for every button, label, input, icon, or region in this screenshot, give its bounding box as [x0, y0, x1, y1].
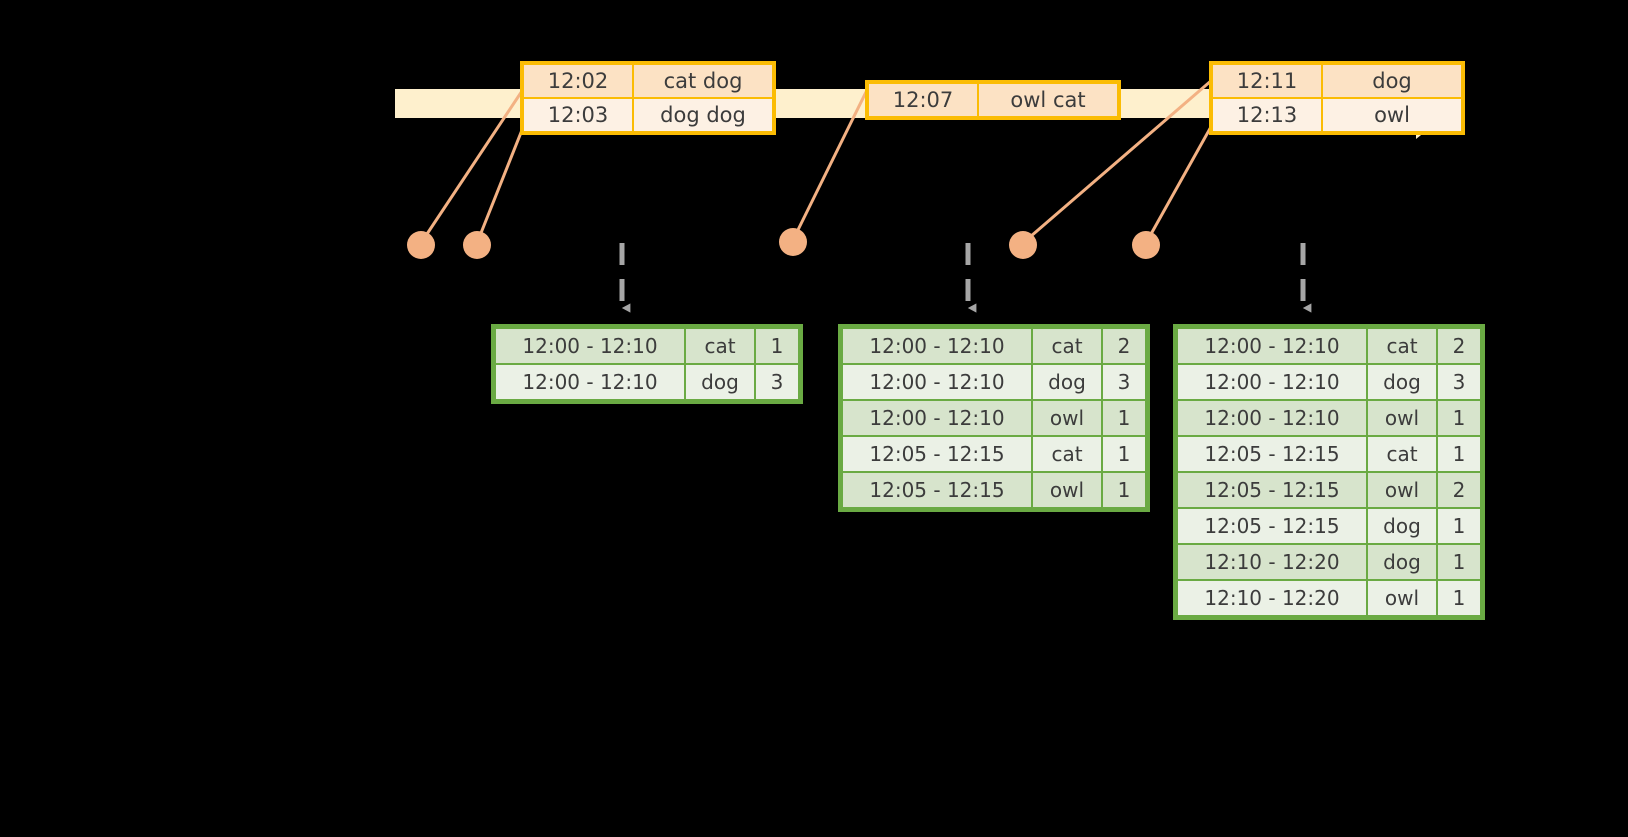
count-cell: 1 — [1438, 581, 1480, 615]
count-cell: 1 — [1438, 437, 1480, 471]
event-row: 12:02 cat dog — [523, 64, 773, 98]
window-cell: 12:00 - 12:10 — [843, 365, 1031, 399]
table-row: 12:05 - 12:15 dog 1 — [1178, 509, 1480, 543]
event-words: dog dog — [633, 98, 773, 132]
word-cell: owl — [1368, 401, 1436, 435]
event-time: 12:07 — [868, 83, 978, 117]
word-cell: cat — [1368, 437, 1436, 471]
event-row: 12:13 owl — [1212, 98, 1462, 132]
event-dot-5 — [1132, 231, 1160, 259]
word-cell: dog — [686, 365, 754, 399]
table-row: 12:00 - 12:10 cat 2 — [1178, 329, 1480, 363]
table-row: 12:10 - 12:20 owl 1 — [1178, 581, 1480, 615]
count-cell: 1 — [1438, 401, 1480, 435]
word-cell: owl — [1033, 473, 1101, 507]
count-cell: 2 — [1438, 329, 1480, 363]
window-cell: 12:00 - 12:10 — [1178, 329, 1366, 363]
window-cell: 12:05 - 12:15 — [1178, 437, 1366, 471]
count-cell: 2 — [1438, 473, 1480, 507]
count-cell: 1 — [1103, 473, 1145, 507]
table-row: 12:00 - 12:10 dog 3 — [1178, 365, 1480, 399]
event-row: 12:03 dog dog — [523, 98, 773, 132]
window-cell: 12:05 - 12:15 — [843, 473, 1031, 507]
event-dot-4 — [1009, 231, 1037, 259]
window-cell: 12:00 - 12:10 — [843, 329, 1031, 363]
table-row: 12:05 - 12:15 owl 1 — [843, 473, 1145, 507]
event-row: 12:07 owl cat — [868, 83, 1118, 117]
event-time: 12:03 — [523, 98, 633, 132]
word-cell: cat — [1033, 437, 1101, 471]
window-cell: 12:05 - 12:15 — [843, 437, 1031, 471]
count-cell: 1 — [1103, 401, 1145, 435]
word-cell: dog — [1033, 365, 1101, 399]
event-time: 12:11 — [1212, 64, 1322, 98]
table-row: 12:00 - 12:10 owl 1 — [1178, 401, 1480, 435]
count-cell: 3 — [1103, 365, 1145, 399]
table-row: 12:05 - 12:15 cat 1 — [1178, 437, 1480, 471]
event-words: cat dog — [633, 64, 773, 98]
event-time: 12:13 — [1212, 98, 1322, 132]
table-row: 12:10 - 12:20 dog 1 — [1178, 545, 1480, 579]
result-table-2[interactable]: 12:00 - 12:10 cat 2 12:00 - 12:10 dog 3 … — [838, 324, 1150, 512]
event-row: 12:11 dog — [1212, 64, 1462, 98]
count-cell: 1 — [1103, 437, 1145, 471]
table-row: 12:05 - 12:15 owl 2 — [1178, 473, 1480, 507]
word-cell: owl — [1033, 401, 1101, 435]
connector-line-2 — [475, 124, 526, 244]
table-row: 12:00 - 12:10 cat 1 — [496, 329, 798, 363]
word-cell: cat — [1033, 329, 1101, 363]
word-cell: owl — [1368, 473, 1436, 507]
table-row: 12:00 - 12:10 owl 1 — [843, 401, 1145, 435]
connector-line-1 — [419, 87, 526, 244]
event-words: dog — [1322, 64, 1462, 98]
word-cell: cat — [1368, 329, 1436, 363]
word-cell: cat — [686, 329, 754, 363]
count-cell: 3 — [1438, 365, 1480, 399]
event-group-3[interactable]: 12:11 dog 12:13 owl — [1210, 62, 1464, 134]
window-cell: 12:05 - 12:15 — [1178, 509, 1366, 543]
table-row: 12:00 - 12:10 dog 3 — [496, 365, 798, 399]
word-cell: dog — [1368, 509, 1436, 543]
count-cell: 1 — [1438, 509, 1480, 543]
count-cell: 2 — [1103, 329, 1145, 363]
event-dots — [407, 228, 1160, 259]
event-time: 12:02 — [523, 64, 633, 98]
count-cell: 1 — [756, 329, 798, 363]
event-words: owl cat — [978, 83, 1118, 117]
event-dot-3 — [779, 228, 807, 256]
word-cell: dog — [1368, 365, 1436, 399]
window-cell: 12:05 - 12:15 — [1178, 473, 1366, 507]
table-row: 12:05 - 12:15 cat 1 — [843, 437, 1145, 471]
table-row: 12:00 - 12:10 dog 3 — [843, 365, 1145, 399]
window-cell: 12:00 - 12:10 — [496, 329, 684, 363]
result-table-1[interactable]: 12:00 - 12:10 cat 1 12:00 - 12:10 dog 3 — [491, 324, 803, 404]
count-cell: 3 — [756, 365, 798, 399]
event-group-1[interactable]: 12:02 cat dog 12:03 dog dog — [521, 62, 775, 134]
count-cell: 1 — [1438, 545, 1480, 579]
event-dot-2 — [463, 231, 491, 259]
window-cell: 12:10 - 12:20 — [1178, 545, 1366, 579]
window-cell: 12:10 - 12:20 — [1178, 581, 1366, 615]
table-row: 12:00 - 12:10 cat 2 — [843, 329, 1145, 363]
window-cell: 12:00 - 12:10 — [496, 365, 684, 399]
window-cell: 12:00 - 12:10 — [1178, 365, 1366, 399]
event-words: owl — [1322, 98, 1462, 132]
window-cell: 12:00 - 12:10 — [843, 401, 1031, 435]
word-cell: dog — [1368, 545, 1436, 579]
event-dot-1 — [407, 231, 435, 259]
connector-line-3 — [791, 87, 870, 241]
result-table-3[interactable]: 12:00 - 12:10 cat 2 12:00 - 12:10 dog 3 … — [1173, 324, 1485, 620]
emit-arrows — [619, 243, 1312, 313]
event-group-2[interactable]: 12:07 owl cat — [866, 81, 1120, 119]
window-cell: 12:00 - 12:10 — [1178, 401, 1366, 435]
connector-line-5 — [1144, 124, 1214, 244]
word-cell: owl — [1368, 581, 1436, 615]
